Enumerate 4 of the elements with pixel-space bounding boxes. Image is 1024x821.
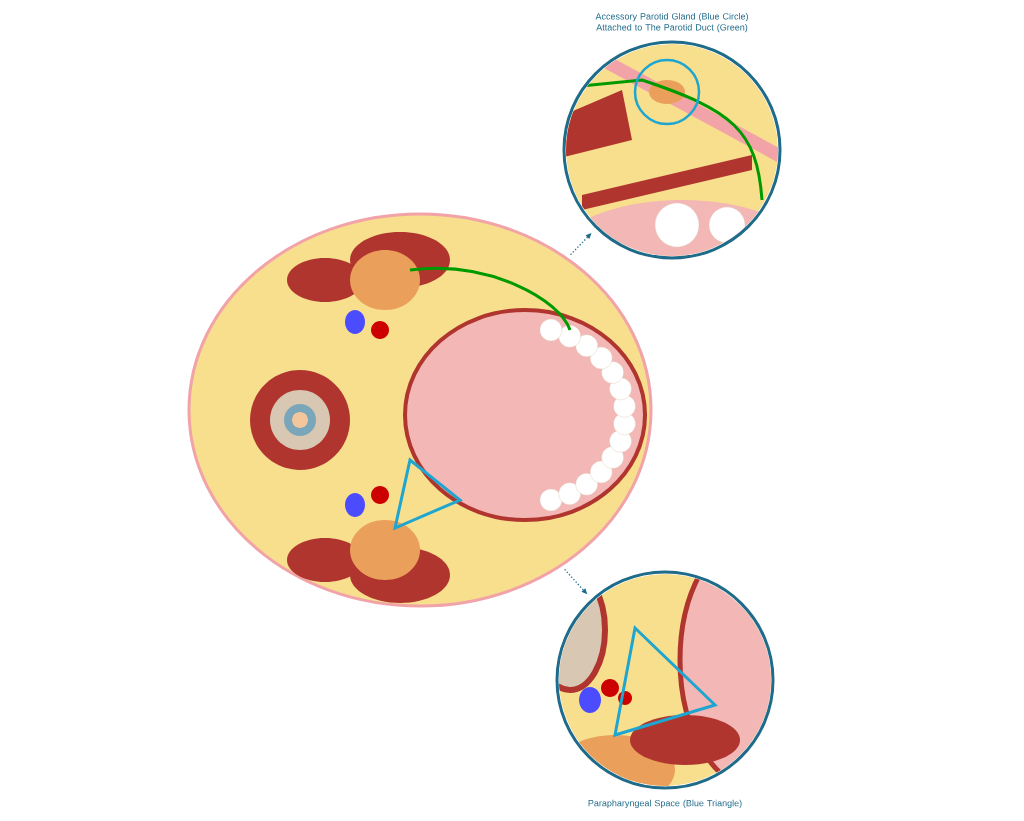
cross-section-drawing — [187, 212, 653, 608]
node-label: Parapharyngeal Space (Blue Triangle) — [588, 799, 742, 809]
arrow — [569, 233, 592, 256]
node-label: Accessory Parotid Gland (Blue Circle) Attached to The Parotid Duct (Green) — [595, 12, 748, 33]
